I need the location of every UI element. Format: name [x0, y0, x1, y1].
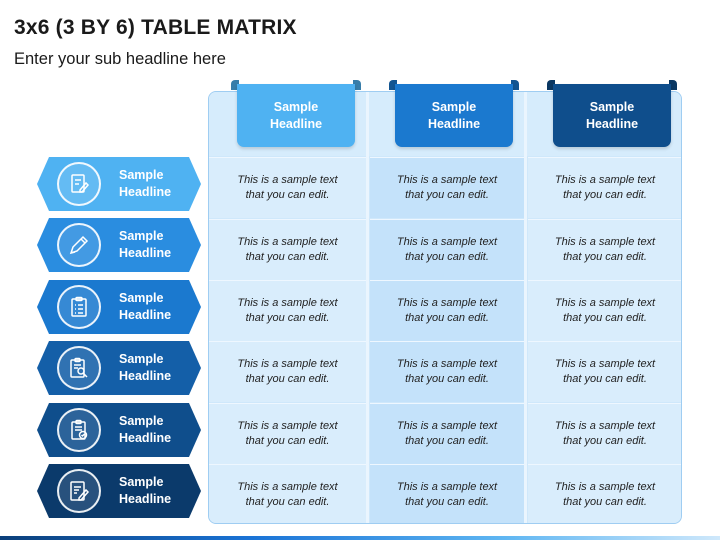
- cell-text: This is a sample text that you can edit.: [237, 420, 338, 447]
- row-header-4: Sample Headline: [37, 341, 201, 395]
- icon-circle: [57, 162, 101, 206]
- page-subtitle: Enter your sub headline here: [14, 50, 226, 68]
- table-cell: This is a sample text that you can edit.: [528, 157, 681, 218]
- table-cell: This is a sample text that you can edit.: [370, 403, 524, 464]
- column-header-3: Sample Headline: [547, 80, 677, 147]
- cell-text: This is a sample text that you can edit.: [396, 420, 498, 447]
- checklist-pen-icon: [67, 172, 91, 196]
- document-pen-icon: [67, 479, 91, 503]
- clipboard-check-icon: [67, 418, 91, 442]
- cell-text: This is a sample text that you can edit.: [237, 236, 338, 263]
- cell-text: This is a sample text that you can edit.: [237, 174, 338, 201]
- table-cell: This is a sample text that you can edit.: [370, 464, 524, 523]
- icon-circle: [57, 346, 101, 390]
- bottom-accent-bar: [0, 536, 720, 540]
- column-header-tab: Sample Headline: [395, 84, 513, 147]
- cell-text: This is a sample text that you can edit.: [396, 297, 498, 324]
- table-cell: This is a sample text that you can edit.: [370, 219, 524, 280]
- table-cell: This is a sample text that you can edit.: [209, 341, 366, 402]
- table-cell: This is a sample text that you can edit.: [209, 157, 366, 218]
- cell-text: This is a sample text that you can edit.: [554, 358, 656, 385]
- ribbon-fold: [547, 80, 555, 90]
- column-header-label: Sample Headline: [269, 99, 323, 131]
- table-cell: This is a sample text that you can edit.: [528, 280, 681, 341]
- cell-text: This is a sample text that you can edit.: [554, 174, 656, 201]
- cell-text: This is a sample text that you can edit.: [396, 236, 498, 263]
- row-header-label: Sample Headline: [119, 291, 172, 322]
- cell-text: This is a sample text that you can edit.: [396, 481, 498, 508]
- cell-text: This is a sample text that you can edit.: [237, 358, 338, 385]
- table-cell: This is a sample text that you can edit.: [209, 403, 366, 464]
- row-header-label: Sample Headline: [119, 475, 172, 506]
- ribbon-fold: [511, 80, 519, 90]
- icon-circle: [57, 408, 101, 452]
- cell-text: This is a sample text that you can edit.: [237, 297, 338, 324]
- column-header-2: Sample Headline: [389, 80, 519, 147]
- row-header-label: Sample Headline: [119, 168, 172, 199]
- column-header-1: Sample Headline: [231, 80, 361, 147]
- icon-circle: [57, 285, 101, 329]
- column-separator: [366, 92, 369, 523]
- column-separator: [524, 92, 527, 523]
- cell-text: This is a sample text that you can edit.: [237, 481, 338, 508]
- row-header-3: Sample Headline: [37, 280, 201, 334]
- row-header-1: Sample Headline: [37, 157, 201, 211]
- table-cell: This is a sample text that you can edit.: [209, 219, 366, 280]
- cell-text: This is a sample text that you can edit.: [554, 236, 656, 263]
- cell-text: This is a sample text that you can edit.: [396, 174, 498, 201]
- ribbon-fold: [353, 80, 361, 90]
- table-cell: This is a sample text that you can edit.: [528, 219, 681, 280]
- row-header-label: Sample Headline: [119, 352, 172, 383]
- table-cell: This is a sample text that you can edit.: [209, 280, 366, 341]
- clipboard-search-icon: [67, 356, 91, 380]
- table-cell: This is a sample text that you can edit.: [370, 341, 524, 402]
- ribbon-fold: [669, 80, 677, 90]
- column-header-label: Sample Headline: [585, 99, 639, 131]
- row-header-label: Sample Headline: [119, 414, 172, 445]
- cell-text: This is a sample text that you can edit.: [554, 420, 656, 447]
- clipboard-list-icon: [67, 295, 91, 319]
- column-header-label: Sample Headline: [427, 99, 481, 131]
- column-header-tab: Sample Headline: [237, 84, 355, 147]
- table-cell: This is a sample text that you can edit.: [528, 464, 681, 523]
- row-header-2: Sample Headline: [37, 218, 201, 272]
- icon-circle: [57, 469, 101, 513]
- ribbon-fold: [231, 80, 239, 90]
- cell-text: This is a sample text that you can edit.: [554, 297, 656, 324]
- table-cell: This is a sample text that you can edit.: [370, 280, 524, 341]
- icon-circle: [57, 223, 101, 267]
- row-header-6: Sample Headline: [37, 464, 201, 518]
- row-header-label: Sample Headline: [119, 229, 172, 260]
- pencil-icon: [67, 233, 91, 257]
- column-header-tab: Sample Headline: [553, 84, 671, 147]
- table-cell: This is a sample text that you can edit.: [209, 464, 366, 523]
- table-cell: This is a sample text that you can edit.: [528, 341, 681, 402]
- table-cell: This is a sample text that you can edit.: [528, 403, 681, 464]
- row-header-5: Sample Headline: [37, 403, 201, 457]
- cell-text: This is a sample text that you can edit.: [396, 358, 498, 385]
- cell-text: This is a sample text that you can edit.: [554, 481, 656, 508]
- page-title: 3x6 (3 BY 6) TABLE MATRIX: [14, 16, 297, 39]
- ribbon-fold: [389, 80, 397, 90]
- table-cell: This is a sample text that you can edit.: [370, 157, 524, 218]
- table-panel: This is a sample text that you can edit.…: [208, 91, 682, 524]
